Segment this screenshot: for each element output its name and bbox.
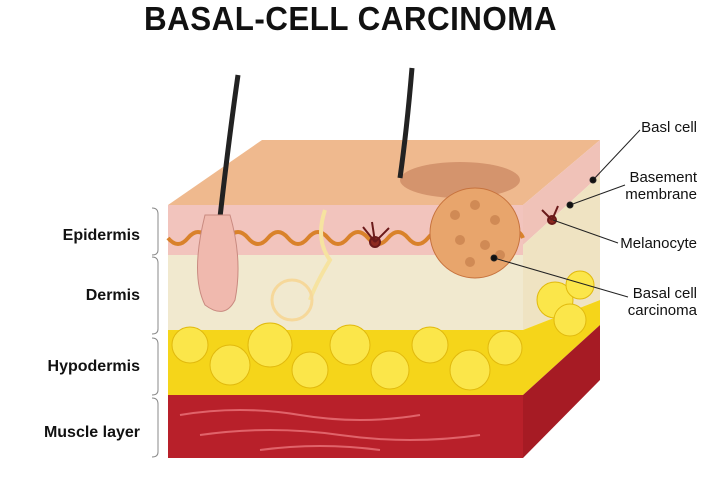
callout-text: Melanocyte [620,235,697,252]
tumor-cells [450,200,505,267]
hair-right [397,67,415,179]
label-epidermis: Epidermis [62,227,140,244]
label-dermis: Dermis [85,287,140,304]
melanocyte [362,221,390,248]
callout-text: Basal cell [632,285,697,302]
callout-text: Basl cell [641,119,697,136]
fat-cells [171,270,595,391]
sweat-gland [308,209,333,301]
hair-follicle [197,214,239,312]
right-epidermis [523,140,600,245]
callout-basal-cell: Basl cell [641,119,697,136]
diagram-title: BASAL-CELL CARCINOMA [144,0,557,37]
sweat-gland-coil [270,278,314,322]
right-muscle [523,325,600,458]
melanocyte-right [541,205,559,225]
callout-melanocyte: Melanocyte [620,235,697,252]
callout-text: membrane [625,186,697,203]
callout-lines [490,129,641,298]
muscle-fibers [179,409,481,451]
muscle-layer [168,395,523,458]
callout-text: Basement [629,169,697,186]
label-hypodermis: Hypodermis [47,358,140,375]
lesion-surface [400,162,520,198]
layer-brackets [151,207,159,458]
label-muscle-layer: Muscle layer [43,424,140,441]
callout-text: carcinoma [627,302,697,319]
